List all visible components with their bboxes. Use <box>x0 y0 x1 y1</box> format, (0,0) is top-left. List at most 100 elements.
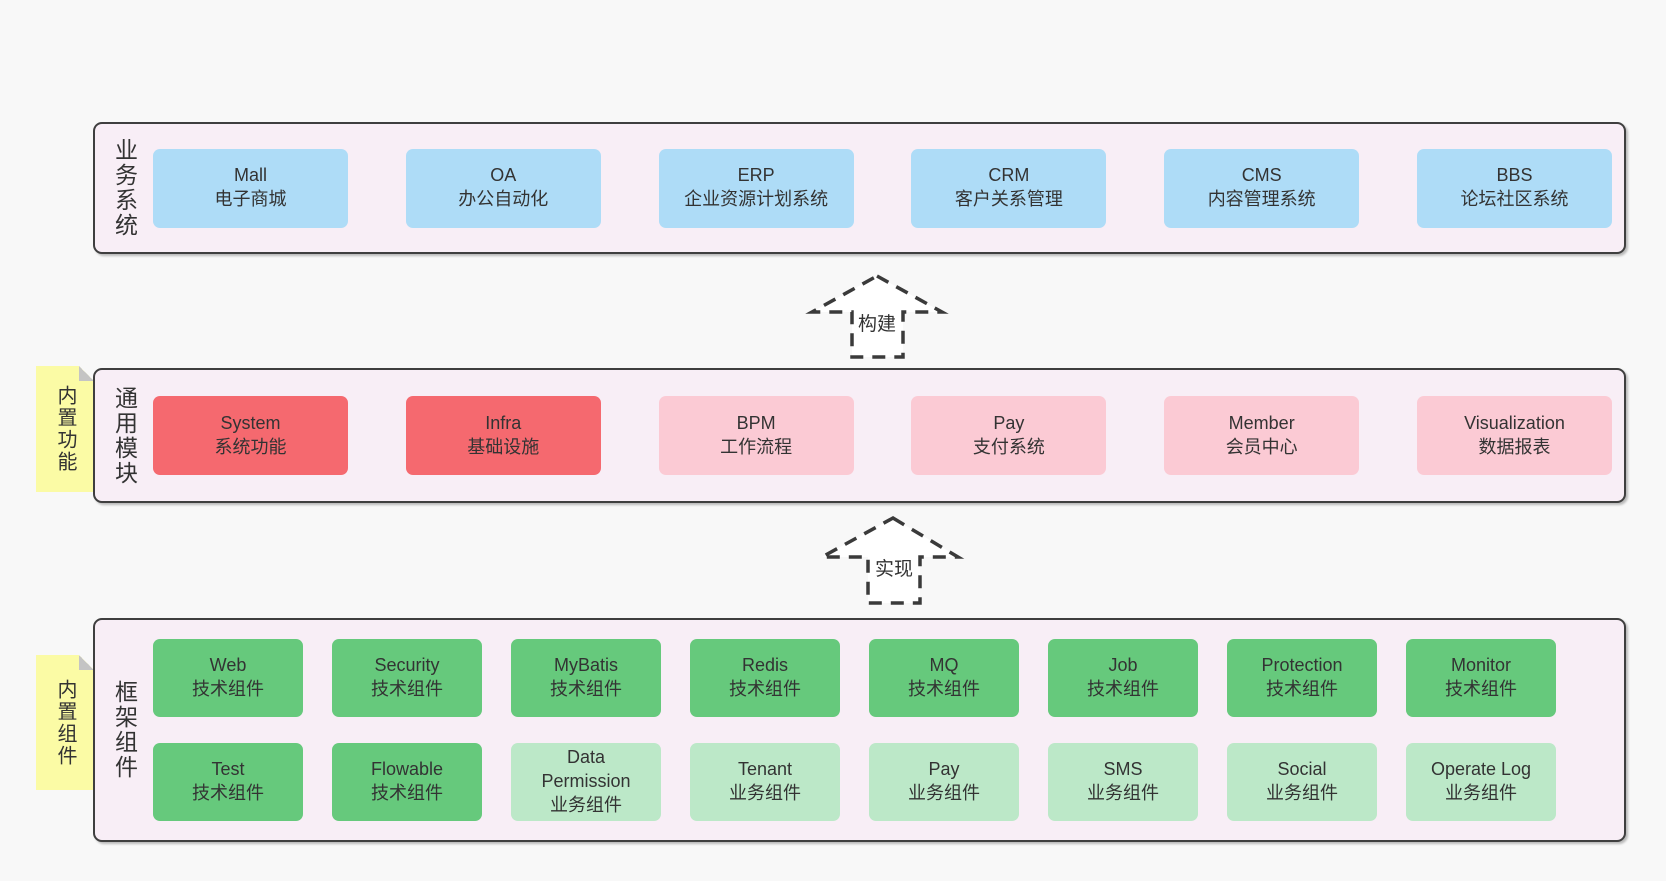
box-subtitle: 技术组件 <box>1266 679 1338 699</box>
box-member: Member 会员中心 <box>1164 396 1360 475</box>
box-title: Web <box>209 655 247 676</box>
box-cms: CMS 内容管理系统 <box>1164 148 1360 228</box>
box-subtitle: 技术组件 <box>908 679 980 699</box>
box-crm: CRM 客户关系管理 <box>911 148 1107 228</box>
box-subtitle: 内容管理系统 <box>1207 189 1316 209</box>
box-title: MQ <box>929 655 959 676</box>
box-bbs: BBS 论坛社区系统 <box>1416 148 1612 228</box>
box-infra: Infra 基础设施 <box>405 396 601 475</box>
box-title: OA <box>490 165 517 186</box>
box-social: Social 业务组件 <box>1227 743 1377 821</box>
band-common-modules: 通用模块 System 系统功能 Infra 基础设施 BPM 工作流程 Pay… <box>93 368 1626 503</box>
box-subtitle: 会员中心 <box>1225 436 1298 457</box>
box-flowable: Flowable 技术组件 <box>332 743 482 821</box>
box-operate-log: Operate Log 业务组件 <box>1406 743 1556 821</box>
box-title: Pay <box>993 412 1025 433</box>
box-title: Redis <box>741 655 789 676</box>
box-title: Operate Log <box>1430 759 1532 780</box>
box-title: Infra <box>485 412 522 433</box>
box-sms: SMS 业务组件 <box>1048 743 1198 821</box>
box-title: Tenant <box>737 759 793 780</box>
business-systems-row: Mall 电子商城 OA 办公自动化 ERP 企业资源计划系统 CRM 客户关系… <box>153 124 1624 252</box>
band-label-business-systems: 业务系统 <box>95 124 153 252</box>
box-subtitle: 数据报表 <box>1478 436 1551 457</box>
box-mybatis: MyBatis 技术组件 <box>511 639 661 717</box>
implement-arrow-icon: 实现 <box>821 515 965 605</box>
band-business-systems: 业务系统 Mall 电子商城 OA 办公自动化 ERP 企业资源计划系统 CRM… <box>93 122 1626 254</box>
up-arrow-outline <box>821 515 965 605</box>
box-title: Monitor <box>1450 655 1512 676</box>
box-title: Data Permission <box>541 747 631 792</box>
box-subtitle: 业务组件 <box>1445 783 1517 803</box>
box-system: System 系统功能 <box>153 396 348 475</box>
box-subtitle: 电子商城 <box>214 189 287 209</box>
sticky-note-label: 内置功能 <box>54 385 76 473</box>
box-subtitle: 客户关系管理 <box>954 189 1063 209</box>
band-label-text: 框架组件 <box>111 680 138 780</box>
box-subtitle: 论坛社区系统 <box>1460 189 1569 209</box>
box-title: MyBatis <box>553 655 618 676</box>
box-subtitle: 工作流程 <box>720 436 793 457</box>
box-subtitle: 业务组件 <box>1266 783 1338 803</box>
sticky-note-builtin-features: 内置功能 <box>36 366 94 492</box>
box-subtitle: 支付系统 <box>972 436 1045 457</box>
sticky-note-label: 内置组件 <box>54 678 76 767</box>
box-subtitle: 业务组件 <box>1087 783 1159 803</box>
box-subtitle: 技术组件 <box>192 783 264 803</box>
up-arrow-outline <box>805 273 949 359</box>
box-monitor: Monitor 技术组件 <box>1406 639 1556 717</box>
box-security: Security 技术组件 <box>332 639 482 717</box>
box-title: Member <box>1228 412 1295 433</box>
box-pay-system: Pay 支付系统 <box>911 396 1107 475</box>
box-web: Web 技术组件 <box>153 639 303 717</box>
implement-arrow-label: 实现 <box>875 558 913 580</box>
box-title: CRM <box>988 165 1030 186</box>
box-bpm: BPM 工作流程 <box>658 396 854 475</box>
band-label-text: 业务系统 <box>111 138 138 238</box>
box-oa: OA 办公自动化 <box>405 148 601 228</box>
framework-row-1: Web 技术组件 Security 技术组件 MyBatis 技术组件 Redi… <box>153 639 1612 717</box>
box-title: System <box>220 412 281 433</box>
box-title: CMS <box>1241 165 1282 186</box>
box-subtitle: 技术组件 <box>371 679 443 699</box>
box-visualization: Visualization 数据报表 <box>1416 396 1612 475</box>
box-subtitle: 技术组件 <box>371 783 443 803</box>
box-title: Flowable <box>370 759 444 780</box>
box-title: Protection <box>1261 655 1343 676</box>
box-title: BPM <box>736 412 776 433</box>
box-title: Job <box>1108 655 1138 676</box>
box-subtitle: 企业资源计划系统 <box>684 189 829 209</box>
box-title: ERP <box>737 165 775 186</box>
box-subtitle: 技术组件 <box>1087 679 1159 699</box>
box-subtitle: 业务组件 <box>550 794 622 815</box>
box-subtitle: 技术组件 <box>192 679 264 699</box>
box-subtitle: 办公自动化 <box>458 189 549 209</box>
box-title: SMS <box>1103 759 1143 780</box>
box-title: BBS <box>1496 165 1533 186</box>
box-subtitle: 技术组件 <box>550 679 622 699</box>
build-arrow-icon: 构建 <box>805 273 949 359</box>
box-title: Security <box>374 655 440 676</box>
box-subtitle: 业务组件 <box>729 783 801 803</box>
box-title: Visualization <box>1464 412 1565 433</box>
box-pay-component: Pay 业务组件 <box>869 743 1019 821</box>
box-subtitle: 技术组件 <box>1445 679 1517 699</box>
box-subtitle: 业务组件 <box>908 783 980 803</box>
sticky-note-builtin-components: 内置组件 <box>36 655 94 790</box>
band-label-framework-components: 框架组件 <box>95 620 153 840</box>
box-tenant: Tenant 业务组件 <box>690 743 840 821</box>
build-arrow-label: 构建 <box>858 313 896 335</box>
box-subtitle: 基础设施 <box>467 436 540 457</box>
framework-row-2: Test 技术组件 Flowable 技术组件 Data Permission … <box>153 743 1612 821</box>
box-mall: Mall 电子商城 <box>153 148 348 228</box>
common-modules-row: System 系统功能 Infra 基础设施 BPM 工作流程 Pay 支付系统… <box>153 370 1624 501</box>
band-framework-components: 框架组件 Web 技术组件 Security 技术组件 MyBatis 技术组件… <box>93 618 1626 842</box>
box-redis: Redis 技术组件 <box>690 639 840 717</box>
box-title: Test <box>211 759 245 780</box>
box-title: Social <box>1277 759 1327 780</box>
box-erp: ERP 企业资源计划系统 <box>658 148 854 228</box>
box-protection: Protection 技术组件 <box>1227 639 1377 717</box>
box-data-permission: Data Permission 业务组件 <box>511 743 661 821</box>
box-title: Pay <box>928 759 960 780</box>
